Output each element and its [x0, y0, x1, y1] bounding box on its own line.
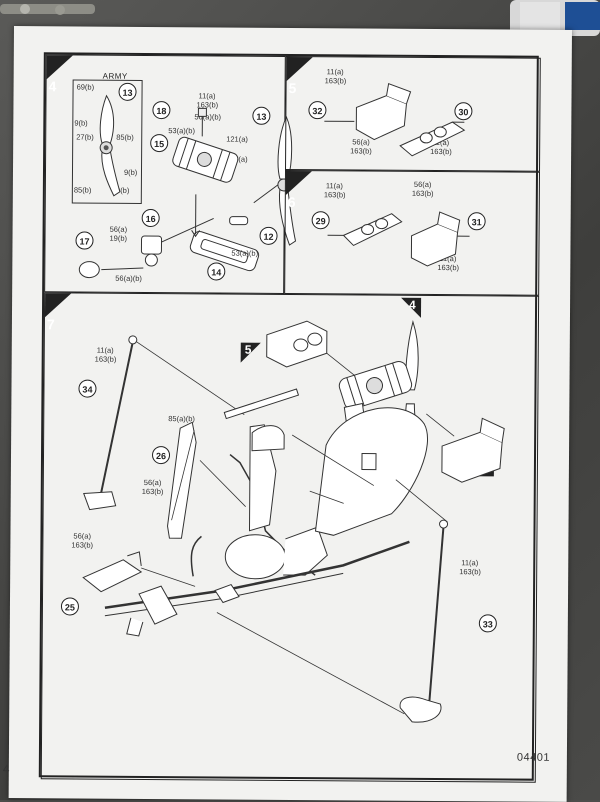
- label-11a-top: 11(a): [198, 91, 215, 100]
- fuselage-assembly-drawing: [42, 293, 540, 783]
- model-part-top-left: [0, 0, 110, 22]
- callout-16: 16: [142, 209, 160, 227]
- step-5-panel: 5 11(a) 163(b) 32 30 56(a) 163(b) 11(a) …: [285, 56, 541, 172]
- callout-14: 14: [207, 262, 225, 280]
- step-6-badge: 6: [286, 171, 312, 195]
- step-6-panel: 6 11(a) 163(b) 56(a) 163(b) 29 31 11(a) …: [284, 170, 540, 296]
- label-53ab-bottom: 53(a)(b): [231, 249, 258, 258]
- callout-29: 29: [312, 211, 330, 229]
- instruction-frame: 4 ARMY 69(b) 13 9(b) 27(b) 85(b) 9(b) 85…: [39, 52, 539, 780]
- instruction-sheet: 4 ARMY 69(b) 13 9(b) 27(b) 85(b) 9(b) 85…: [9, 26, 572, 802]
- tail-wheel-drawing: [73, 227, 183, 288]
- step-5-badge: 5: [287, 57, 313, 81]
- step-5-parts-drawing: [326, 77, 467, 158]
- callout-32: 32: [308, 101, 326, 119]
- label-56a: 56(a): [414, 180, 432, 189]
- catalog-number: 04401: [517, 752, 550, 764]
- callout-12: 12: [259, 227, 277, 245]
- step-4-badge: 4: [47, 55, 73, 79]
- step-7-panel: 7 11(a) 163(b) 34 85(a)(b) 26 56(a) 163(…: [41, 292, 539, 782]
- label-69b-top: 69(b): [77, 82, 95, 91]
- step-4-panel: 4 ARMY 69(b) 13 9(b) 27(b) 85(b) 9(b) 85…: [44, 54, 286, 294]
- label-11a: 11(a): [326, 181, 343, 190]
- label-11a: 11(a): [327, 67, 344, 76]
- page-number: 4: [3, 762, 10, 776]
- step-6-parts-drawing: [331, 191, 472, 272]
